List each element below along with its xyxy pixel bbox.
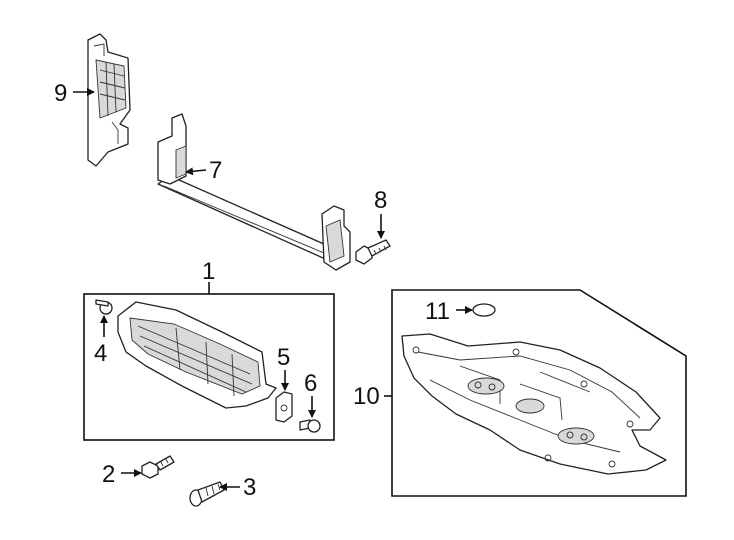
part-11-ring [472,303,496,317]
part-7-lower-support-bar [157,113,351,271]
callout-3: 3 [243,474,256,501]
part-5-bracket [275,391,293,423]
callout-1: 1 [202,258,215,285]
part-4-clip [95,299,113,315]
part-9-side-air-guide [87,33,131,167]
callout-7: 7 [209,157,222,184]
callout-5: 5 [277,344,290,371]
callout-9: 9 [54,80,67,107]
part-8-bolt [355,239,391,265]
leader-7 [185,167,207,176]
callout-6: 6 [304,370,317,397]
part-3-push-pin [189,481,225,507]
callout-11: 11 [425,298,450,325]
group-10-box [391,289,687,497]
callout-2: 2 [102,461,115,488]
callout-8: 8 [374,187,387,214]
part-front-air-guide [117,301,277,409]
part-10-under-cover [401,333,667,475]
callout-4: 4 [94,340,107,367]
part-2-bolt [141,455,175,479]
part-6-screw [299,419,321,433]
callout-10: 10 [353,383,380,410]
